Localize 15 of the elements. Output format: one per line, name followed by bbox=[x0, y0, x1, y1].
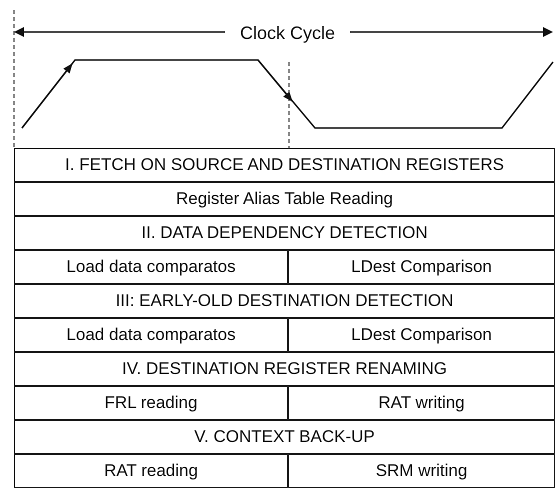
table-cell: I. FETCH ON SOURCE AND DESTINATION REGISTERS bbox=[14, 148, 555, 182]
table-cell: V. CONTEXT BACK-UP bbox=[14, 420, 555, 454]
table-cell: Register Alias Table Reading bbox=[14, 182, 555, 216]
table-cell: LDest Comparison bbox=[288, 318, 555, 352]
table-cell: RAT reading bbox=[14, 454, 288, 488]
table-cell: Load data comparatos bbox=[14, 318, 288, 352]
table-cell: LDest Comparison bbox=[288, 250, 555, 284]
table-cell: FRL reading bbox=[14, 386, 288, 420]
clock-cycle-label: Clock Cycle bbox=[238, 22, 336, 45]
table-cell: II. DATA DEPENDENCY DETECTION bbox=[14, 216, 555, 250]
table-cell: Load data comparatos bbox=[14, 250, 288, 284]
table-cell: IV. DESTINATION REGISTER RENAMING bbox=[14, 352, 555, 386]
table-cell: RAT writing bbox=[288, 386, 555, 420]
table-cell: SRM writing bbox=[288, 454, 555, 488]
table-cell: III: EARLY-OLD DESTINATION DETECTION bbox=[14, 284, 555, 318]
